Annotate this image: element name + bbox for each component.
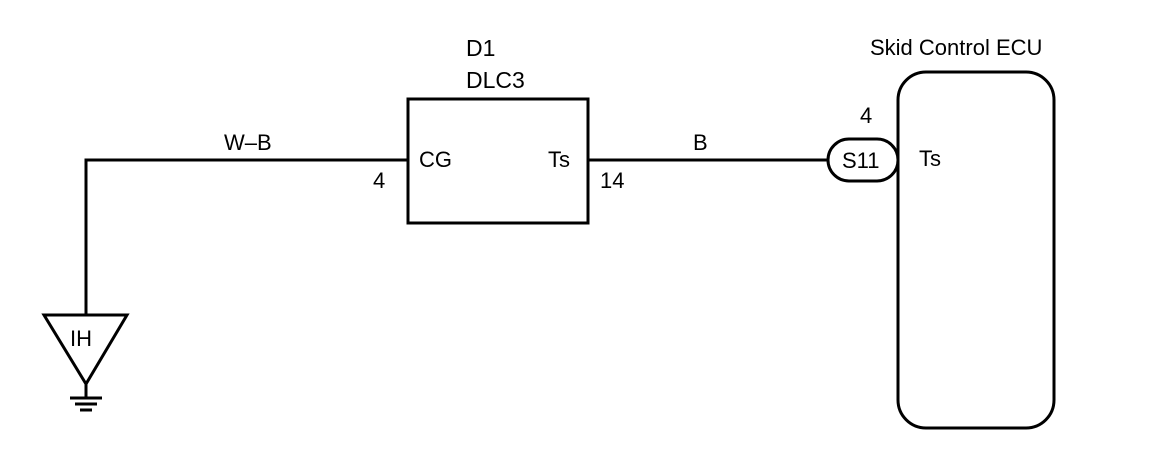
- dlc3-box: [406, 97, 590, 225]
- ground-label: IH: [70, 326, 92, 351]
- connector-label: S11: [842, 148, 880, 173]
- ecu-pin: 4: [860, 103, 872, 128]
- ecu-terminal: Ts: [919, 146, 941, 171]
- s11-connector: [826, 137, 900, 183]
- ground-wire: [84, 158, 408, 315]
- ecu-name: Skid Control ECU: [870, 35, 1042, 60]
- dlc-right-terminal: Ts: [548, 147, 570, 172]
- dlc-right-pin: 14: [600, 168, 624, 193]
- dlc-left-pin: 4: [373, 168, 385, 193]
- dlc-left-terminal: CG: [419, 147, 452, 172]
- ground-wire-label: W–B: [224, 130, 272, 155]
- skid-control-ecu-box: [896, 70, 1056, 430]
- ground-triangle: [41, 313, 130, 387]
- dlc-id: D1: [466, 35, 495, 61]
- signal-wire-label: B: [693, 130, 708, 155]
- dlc-name: DLC3: [466, 67, 525, 93]
